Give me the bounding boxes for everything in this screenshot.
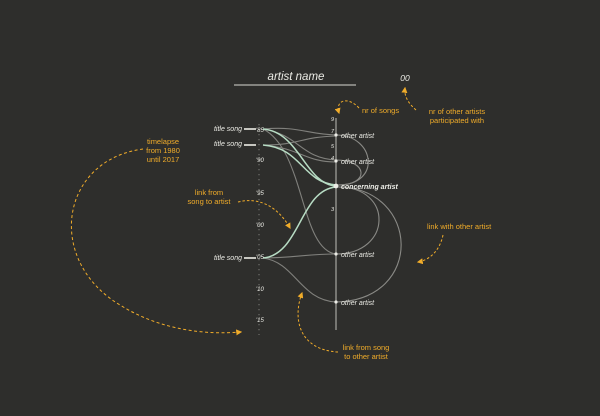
song-count-5: 3 xyxy=(331,207,335,213)
year-85: '85 xyxy=(256,128,264,134)
link-song2-artist xyxy=(262,144,337,186)
links-song-to-artist xyxy=(262,128,337,259)
concerning-artist-label: concerning artist xyxy=(341,184,398,191)
arc-other2 xyxy=(335,159,362,186)
node-other4 xyxy=(334,300,338,304)
node-other1 xyxy=(334,133,338,137)
title-song-label-3: title song xyxy=(214,255,242,262)
year-05: '05 xyxy=(256,255,264,261)
annotation-link-song-other-line2: to other artist xyxy=(344,352,389,361)
annotation-link-other-artist: link with other artist xyxy=(416,222,492,265)
link-song3-other4 xyxy=(262,257,337,303)
node-concerning xyxy=(333,183,339,189)
link-song1-other3 xyxy=(262,128,337,255)
links-with-other-artists xyxy=(335,134,402,303)
link-song3-other3 xyxy=(262,253,337,259)
arc-other4 xyxy=(335,186,402,303)
annotation-timelapse-line3: until 2017 xyxy=(147,155,180,164)
annotation-timelapse: timelapse from 1980 until 2017 xyxy=(71,137,243,336)
link-song-artist-arrow xyxy=(237,200,291,230)
other-artist-count: 00 xyxy=(400,73,410,83)
other-artist-label-1: other artist xyxy=(341,133,375,140)
annotation-timelapse-line2: from 1980 xyxy=(146,146,180,155)
song-count-2: 7 xyxy=(331,129,335,135)
year-00: '00 xyxy=(256,223,264,229)
annotation-nr-of-songs-text: nr of songs xyxy=(362,106,399,115)
node-other2 xyxy=(334,159,338,163)
link-song-other-arrow xyxy=(297,291,339,353)
year-10: '10 xyxy=(256,287,264,293)
title-song-label-1: title song xyxy=(214,126,242,133)
annotation-nr-other-artists-line2: participated with xyxy=(430,116,484,125)
other-artist-label-2: other artist xyxy=(341,159,375,166)
year-15: '15 xyxy=(256,318,264,324)
year-90: '90 xyxy=(256,158,264,164)
annotation-link-song-other-line1: link from song xyxy=(343,343,390,352)
song-count-3: 5 xyxy=(331,144,335,150)
node-other3 xyxy=(334,252,338,256)
year-95: '95 xyxy=(256,191,264,197)
annotation-nr-of-songs: nr of songs xyxy=(334,100,399,115)
title-song-label-2: title song xyxy=(214,141,242,148)
nr-other-artists-arrow xyxy=(401,86,417,111)
annotation-link-song-other: link from song to other artist xyxy=(297,291,390,361)
annotation-link-song-artist-line1: link from xyxy=(195,188,223,197)
other-artist-label-3: other artist xyxy=(341,252,375,259)
annotation-link-other-artist-text: link with other artist xyxy=(427,222,492,231)
other-artist-label-4: other artist xyxy=(341,300,375,307)
link-song1-other1 xyxy=(262,127,337,136)
annotation-timelapse-line1: timelapse xyxy=(147,137,179,146)
annotation-link-song-artist: link from song to artist xyxy=(188,188,291,230)
annotation-nr-other-artists: nr of other artists participated with xyxy=(401,86,486,125)
annotation-nr-other-artists-line1: nr of other artists xyxy=(429,107,486,116)
artist-name-title: artist name xyxy=(268,71,325,83)
annotation-link-song-artist-line2: song to artist xyxy=(188,197,232,206)
artist-nodes xyxy=(333,133,339,304)
link-song3-artist xyxy=(262,186,337,259)
song-count-1: 9 xyxy=(331,117,334,123)
link-other-artist-arrow xyxy=(416,234,444,265)
link-song2-other1 xyxy=(262,135,337,146)
timelapse-arrow xyxy=(71,148,243,336)
arc-other3 xyxy=(335,186,380,255)
nr-of-songs-arrow xyxy=(334,100,360,115)
song-count-4: 4 xyxy=(331,156,334,162)
